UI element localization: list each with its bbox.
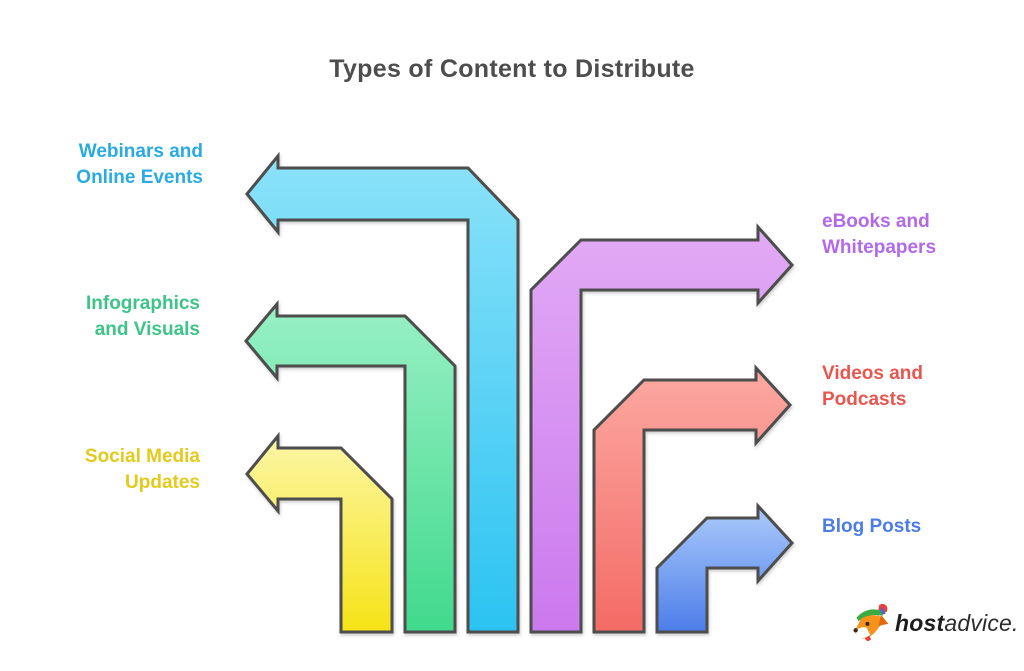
label-ebooks-and-whitepapers: eBooks and Whitepapers xyxy=(822,211,937,258)
label-social-media-updates: Social Media Updates xyxy=(84,446,200,493)
arrow-blog-right xyxy=(655,502,795,634)
arrow-social-left xyxy=(245,431,394,634)
label-videos-and-podcasts: Videos and Podcasts xyxy=(822,363,924,410)
arrow-ebooks-right xyxy=(529,223,795,634)
label-blog-posts: Blog Posts xyxy=(822,516,922,537)
logo-text-host: host xyxy=(895,609,945,636)
label-infographics-and-visuals: Infographics and Visuals xyxy=(85,293,200,340)
logo-wordmark: hostadvice. xyxy=(895,610,1019,637)
arrow-infographics-left xyxy=(244,299,457,634)
arrow-webinars-left xyxy=(245,151,520,634)
label-webinars-and-online-events: Webinars and Online Events xyxy=(76,141,203,188)
fox-mascot-icon xyxy=(853,604,889,641)
hostadvice-logo: hostadvice. xyxy=(852,601,1019,645)
logo-text-advice: advice. xyxy=(944,609,1019,636)
arrow-videos-right xyxy=(592,364,793,634)
page-title: Types of Content to Distribute xyxy=(329,55,695,83)
